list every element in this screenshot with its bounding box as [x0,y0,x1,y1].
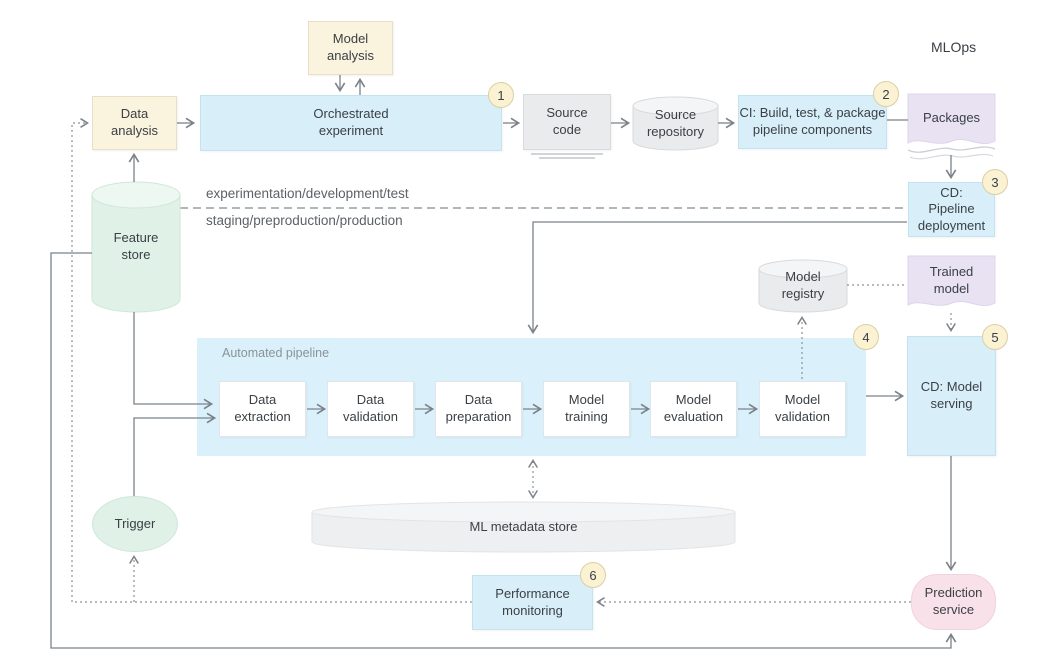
model-analysis-label: Model analysis [327,31,374,63]
cd-pipeline-deployment-box: CD: Pipeline deployment [908,182,995,237]
cd-model-serving-box: CD: Model serving [907,336,996,456]
ci-box: CI: Build, test, & package pipeline comp… [738,95,887,149]
ml-metadata-store-label: ML metadata store [469,518,578,534]
model-evaluation-box: Model evaluation [650,381,737,437]
data-validation-label: Data validation [343,392,398,424]
model-training-box: Model training [543,381,630,437]
ml-metadata-store-cylinder [311,501,736,553]
data-extraction-box: Data extraction [219,381,306,437]
orchestrated-experiment-label: Orchestrated experiment [313,106,389,138]
data-preparation-box: Data preparation [435,381,522,437]
trained-model-document-shape [907,255,996,307]
data-preparation-label: Data preparation [445,392,512,424]
connector-cd-pipeline-to-automated-pipeline [527,221,907,335]
trained-model-node: Trained model [908,256,995,306]
data-analysis-box: Data analysis [92,96,177,150]
performance-monitoring-label: Performance monitoring [495,585,570,618]
feature-store-node: Feature store [92,182,180,312]
prediction-service-node: Prediction service [911,574,996,630]
feature-store-label: Feature store [113,230,159,262]
feature-store-cylinder [91,181,181,313]
source-repository-node: Source repository [633,97,718,150]
source-repository-label: Source repository [646,106,705,139]
model-evaluation-label: Model evaluation [663,392,724,424]
packages-document-shape [907,93,996,160]
diagram-title: MLOps [931,39,977,55]
data-validation-box: Data validation [327,381,414,437]
connector-monitoring-to-data-analysis-dotted [71,118,472,603]
model-validation-box: Model validation [759,381,846,437]
model-training-label: Model training [565,392,608,424]
model-analysis-box: Model analysis [308,21,393,75]
source-code-label: Source code [546,105,588,137]
step-badge-3: 3 [982,169,1008,195]
step-badge-6: 6 [580,562,606,588]
trained-model-label: Trained model [929,264,974,296]
source-code-box: Source code [523,94,611,150]
connector-feature-store-to-pipeline [133,312,214,410]
source-repository-cylinder [632,96,719,151]
step-badge-5: 5 [982,324,1008,350]
model-validation-label: Model validation [775,392,830,424]
cd-pipeline-deployment-label: CD: Pipeline deployment [917,184,986,233]
model-registry-node: Model registry [759,260,847,312]
connector-trigger-to-pipeline [133,412,217,496]
step-badge-2: 2 [873,81,899,107]
model-registry-cylinder [758,259,848,313]
packages-label: Packages [922,109,981,125]
ml-metadata-store-node: ML metadata store [312,500,735,554]
step-badge-4: 4 [853,324,879,350]
step-badge-1: 1 [488,82,514,108]
packages-node: Packages [908,94,995,142]
connector-feature-store-to-prediction-feedback [50,252,957,649]
cd-model-serving-label: CD: Model serving [920,379,983,411]
automated-pipeline-label: Automated pipeline [222,346,330,360]
data-analysis-label: Data analysis [111,106,158,138]
trigger-label: Trigger [114,515,156,531]
trigger-node: Trigger [92,496,178,552]
performance-monitoring-box: Performance monitoring [472,575,593,630]
source-code-stack-lines [531,153,603,159]
prediction-service-label: Prediction service [924,585,983,617]
lane-label-experimentation: experimentation/development/test [206,186,409,201]
ci-label: CI: Build, test, & package pipeline comp… [739,105,886,137]
orchestrated-experiment-box: Orchestrated experiment [200,95,502,151]
automated-pipeline-container [197,338,866,456]
lane-label-staging: staging/preproduction/production [206,213,403,228]
model-registry-label: Model registry [781,269,825,301]
data-extraction-label: Data extraction [234,392,291,424]
